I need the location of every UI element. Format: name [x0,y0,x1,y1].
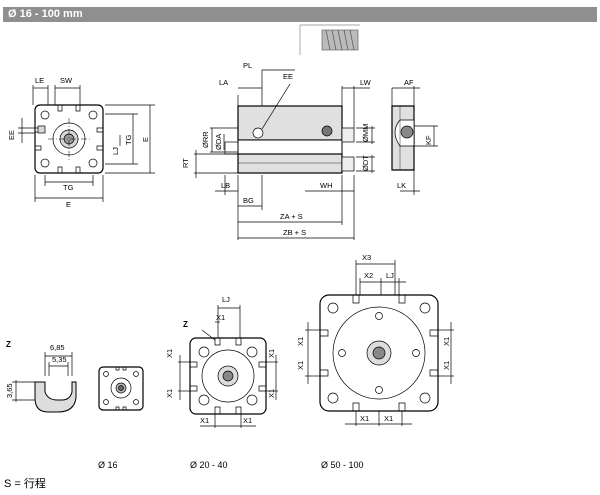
thread-detail [299,24,360,55]
end-view [391,86,438,195]
dim-x1-d20-left-a: X1 [165,349,174,358]
footnote-stroke: S = 行程 [4,478,46,490]
face-d50-100 [305,260,454,426]
dim-lb: LB [221,181,230,190]
dim-x2: X2 [364,271,373,280]
dim-x1-d50-left-a: X1 [296,337,305,346]
dim-za: ZA + S [280,212,303,221]
dim-ee: EE [7,130,16,140]
dim-tg-vertical: TG [124,134,133,145]
dim-x1-d50-left-b: X1 [296,361,305,370]
slot-z-label: Z [6,340,11,349]
caption-d20-40: Ø 20 - 40 [190,460,228,470]
dim-wh: WH [320,181,333,190]
face-d20-40 [178,305,278,428]
dim-x1-d50-bottom-a: X1 [360,414,369,423]
slot-profile [12,352,77,413]
dim-x1-d50-right-b: X1 [442,361,451,370]
face-d16 [98,366,144,411]
dim-oda: ØDA [214,134,223,150]
z-label-d20: Z [183,320,188,329]
dim-kf: KF [424,135,433,145]
caption-d16: Ø 16 [98,460,118,470]
dim-omm: ØMM [361,124,370,142]
dim-535: 5,35 [52,355,67,364]
dim-zb: ZB + S [283,228,306,237]
dim-685: 6,85 [50,343,65,352]
header-title: Ø 16 - 100 mm [8,8,83,20]
dim-x3: X3 [362,253,371,262]
dim-x1-d20-top: X1 [216,313,225,322]
caption-d50-100: Ø 50 - 100 [321,460,364,470]
dim-af: AF [404,78,414,87]
header-bar: Ø 16 - 100 mm [3,7,597,22]
dim-x1-d20-bottom-b: X1 [243,416,252,425]
dim-x1-d50-right-a: X1 [442,337,451,346]
dim-e-horizontal: E [66,200,71,209]
side-view [194,69,375,240]
dim-365: 3,65 [5,383,14,398]
dim-sw: SW [60,76,73,85]
dim-rt: RT [181,158,190,168]
dim-lk: LK [397,181,406,190]
dim-x1-d20-right-a: X1 [267,349,276,358]
dim-pl: PL [243,61,252,70]
dim-le: LE [35,76,44,85]
dim-ee-side: EE [283,72,293,81]
dim-tg-horizontal: TG [63,183,74,192]
dim-bg: BG [243,196,254,205]
dim-lj: LJ [111,147,120,155]
dim-x1-d20-bottom-a: X1 [200,416,209,425]
dim-e-vertical: E [141,137,150,142]
dim-orr: ØRR [201,131,210,148]
dim-x1-d50-bottom-b: X1 [384,414,393,423]
dim-lj-d20: LJ [222,295,230,304]
dim-la: LA [219,78,228,87]
front-view [18,85,155,202]
dim-x1-d20-left-b: X1 [165,389,174,398]
dim-odt: ØDT [361,155,370,171]
dim-lw: LW [360,78,372,87]
dim-lj-d50: LJ [386,271,394,280]
dim-x1-d20-right-b: X1 [267,389,276,398]
